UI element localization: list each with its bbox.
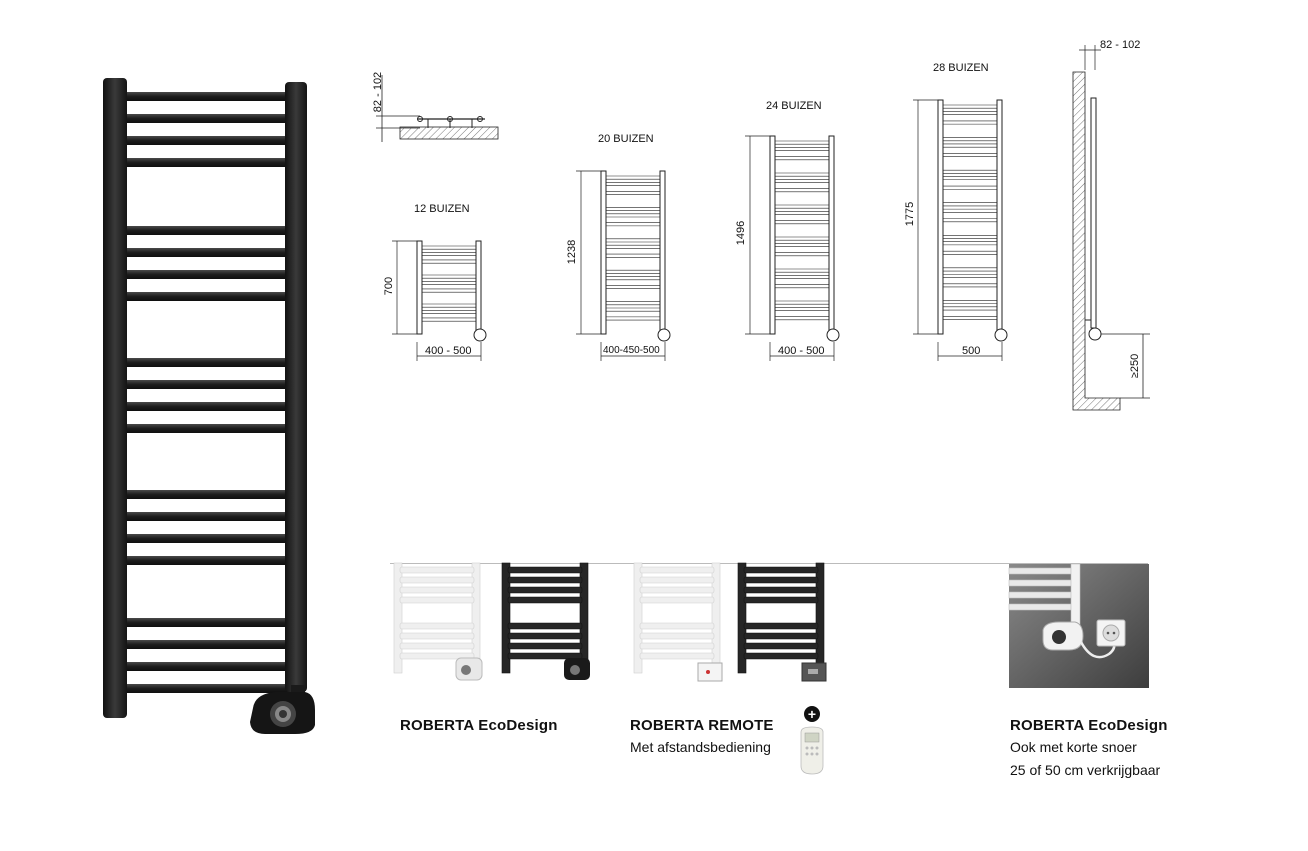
product-title-ecodesign-cord: ROBERTA EcoDesign xyxy=(1010,717,1168,734)
variant-white-remote-image xyxy=(633,562,723,682)
product-cord-line-2: 25 of 50 cm verkrijgbaar xyxy=(1010,762,1161,778)
product-remote-line-1: Met afstandsbediening xyxy=(630,739,771,755)
product-title-ecodesign: ROBERTA EcoDesign xyxy=(400,717,558,734)
plus-badge-icon: + xyxy=(804,706,820,722)
model-24-name: 24 BUIZEN xyxy=(766,100,822,112)
model-24-height: 1496 xyxy=(735,220,747,246)
radiator-main-image xyxy=(103,78,315,734)
model-12-name: 12 BUIZEN xyxy=(414,203,470,215)
model-24-width: 400 - 500 xyxy=(778,345,825,357)
side-depth-label-right: 82 - 102 xyxy=(1100,39,1141,51)
model-20-height: 1238 xyxy=(566,239,578,265)
variant-white-ecodesign-image xyxy=(393,562,483,681)
variant-black-ecodesign-image xyxy=(501,562,590,680)
variant-black-remote-image xyxy=(737,562,827,682)
short-cord-plug-photo xyxy=(1008,563,1149,688)
side-profile-diagram xyxy=(1072,45,1150,411)
wall-mount-side-diagram xyxy=(376,75,499,142)
model-28-width: 500 xyxy=(962,345,981,357)
model-20-width: 400-450-500 xyxy=(603,345,660,356)
model-28-name: 28 BUIZEN xyxy=(933,62,989,74)
remote-control-icon xyxy=(800,726,824,775)
product-title-remote: ROBERTA REMOTE xyxy=(630,717,774,734)
model-12-width: 400 - 500 xyxy=(425,345,472,357)
product-cord-line-1: Ook met korte snoer xyxy=(1010,739,1137,755)
section-divider xyxy=(390,563,1148,564)
models-diagram xyxy=(392,99,1008,361)
model-20-name: 20 BUIZEN xyxy=(598,133,654,145)
model-28-height: 1775 xyxy=(904,201,916,227)
min-floor-distance-label: ≥250 xyxy=(1129,353,1141,379)
model-12-height: 700 xyxy=(383,276,395,296)
